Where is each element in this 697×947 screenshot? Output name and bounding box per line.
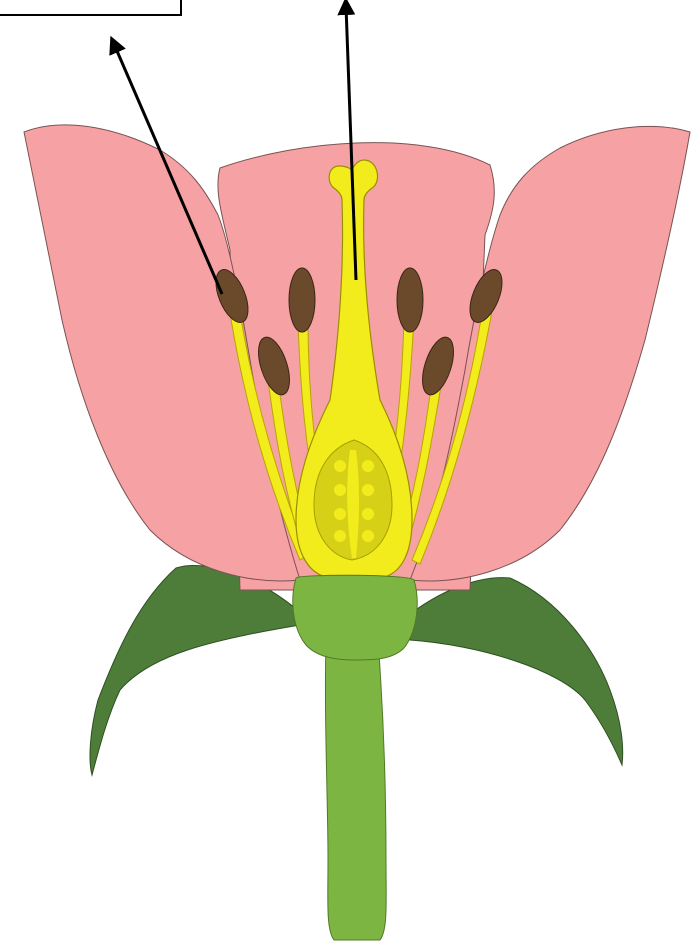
sepal-left [90, 565, 300, 775]
ovule [334, 460, 346, 472]
ovule [362, 460, 374, 472]
ovule [334, 530, 346, 542]
ovule [362, 530, 374, 542]
stem [325, 640, 386, 940]
receptacle [293, 575, 417, 660]
ovule [334, 484, 346, 496]
ovule [362, 484, 374, 496]
anther-4 [397, 268, 423, 332]
sepal-right [405, 578, 623, 765]
ovule [362, 508, 374, 520]
ovule [334, 508, 346, 520]
anther-2 [289, 268, 315, 332]
